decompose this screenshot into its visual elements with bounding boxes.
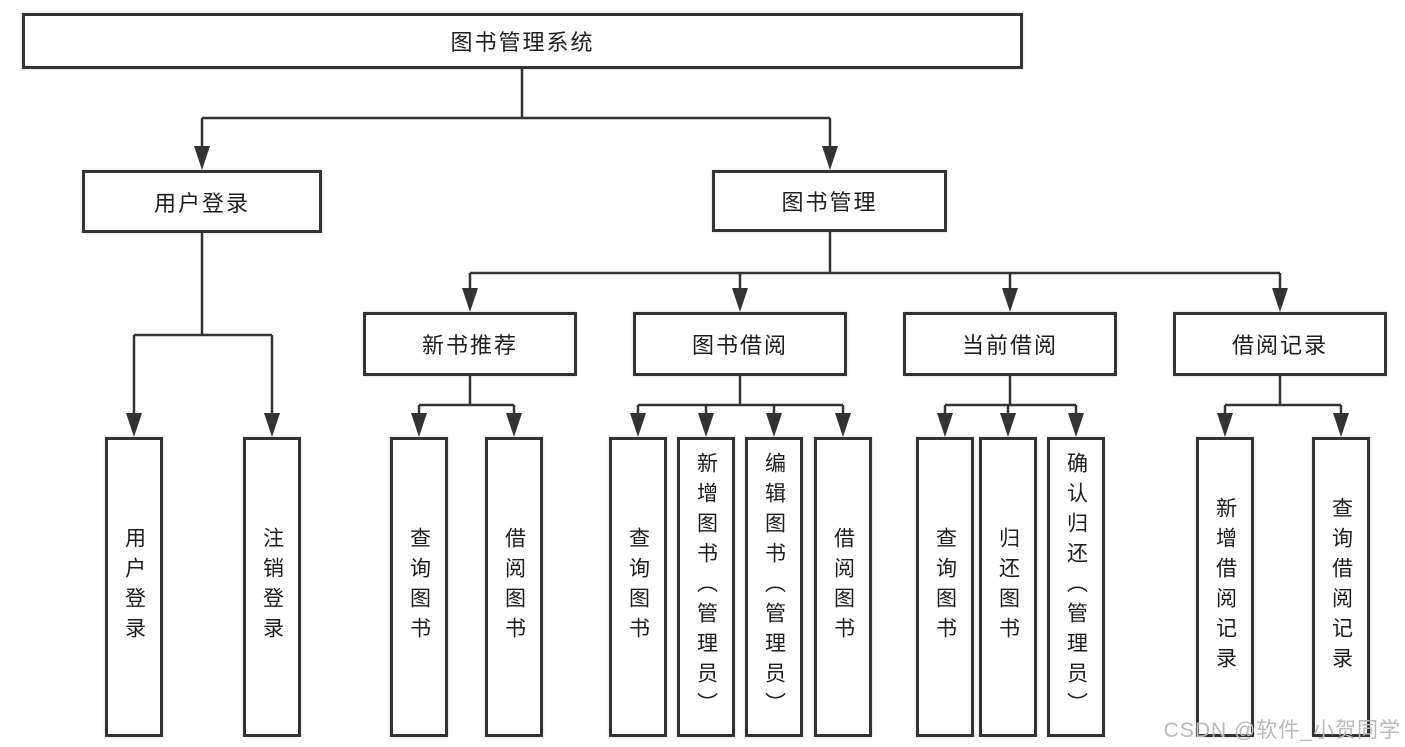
node-book-borrowing: 图书借阅 <box>633 312 847 376</box>
node-book-management: 图书管理 <box>712 170 947 232</box>
node-label: 当前借阅 <box>961 333 1058 358</box>
node-label: 新增图书（管理员） <box>694 452 718 722</box>
node-label: 借阅图书 <box>502 527 526 647</box>
node-label: 确认归还（管理员） <box>1064 452 1088 722</box>
node-user-login-branch: 用户登录 <box>82 170 322 233</box>
node-library-management-system: 图书管理系统 <box>22 13 1023 69</box>
leaf-borrow-book-borrowing: 借阅图书 <box>814 437 872 737</box>
leaf-query-book-borrowing: 查询图书 <box>609 437 667 737</box>
csdn-watermark: CSDN @软件_小贺同学 <box>1163 719 1401 742</box>
leaf-query-book-recommend: 查询图书 <box>390 437 448 737</box>
node-label: 归还图书 <box>996 527 1020 647</box>
node-label: 新书推荐 <box>421 333 518 358</box>
node-label: 新增借阅记录 <box>1213 497 1237 677</box>
node-label: 编辑图书（管理员） <box>762 452 786 722</box>
node-label: 查询图书 <box>626 527 650 647</box>
leaf-add-book-admin: 新增图书（管理员） <box>677 437 735 737</box>
node-label: 用户登录 <box>122 527 146 647</box>
node-label: 查询图书 <box>933 527 957 647</box>
node-label: 注销登录 <box>260 527 284 647</box>
node-label: 借阅图书 <box>831 527 855 647</box>
node-new-book-recommend: 新书推荐 <box>363 312 577 376</box>
leaf-query-book-current: 查询图书 <box>916 437 974 737</box>
leaf-return-book: 归还图书 <box>979 437 1037 737</box>
node-label: 用户登录 <box>153 190 250 216</box>
leaf-add-borrow-record: 新增借阅记录 <box>1196 437 1254 737</box>
node-label: 图书借阅 <box>691 333 788 358</box>
node-label: 借阅记录 <box>1231 333 1328 358</box>
node-label: 图书管理 <box>781 190 878 215</box>
leaf-edit-book-admin: 编辑图书（管理员） <box>745 437 803 737</box>
leaf-borrow-book-recommend: 借阅图书 <box>485 437 543 737</box>
leaf-logout: 注销登录 <box>243 437 301 737</box>
node-borrowing-records: 借阅记录 <box>1173 312 1387 376</box>
arrowheads <box>126 146 1349 437</box>
node-label: 查询借阅记录 <box>1329 497 1353 677</box>
leaf-confirm-return-admin: 确认归还（管理员） <box>1047 437 1105 737</box>
leaf-query-borrow-record: 查询借阅记录 <box>1312 437 1370 737</box>
node-current-borrowing: 当前借阅 <box>903 312 1117 376</box>
leaf-user-login: 用户登录 <box>105 437 163 737</box>
node-label: 图书管理系统 <box>450 30 595 55</box>
node-label: 查询图书 <box>407 527 431 647</box>
